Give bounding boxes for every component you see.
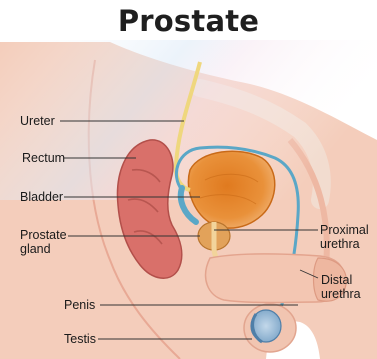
label-testis: Testis (64, 333, 96, 346)
label-ureter: Ureter (20, 115, 55, 128)
label-proximal-line2: urethra (320, 238, 360, 251)
label-distal-line2: urethra (321, 288, 361, 301)
label-rectum: Rectum (22, 152, 65, 165)
page-title: Prostate (0, 4, 377, 38)
label-distal-line1: Distal (321, 274, 352, 287)
label-penis: Penis (64, 299, 95, 312)
label-prostate-line2: gland (20, 243, 51, 256)
label-proximal-line1: Proximal (320, 224, 369, 237)
label-prostate-line1: Prostate (20, 229, 67, 242)
label-bladder: Bladder (20, 191, 63, 204)
